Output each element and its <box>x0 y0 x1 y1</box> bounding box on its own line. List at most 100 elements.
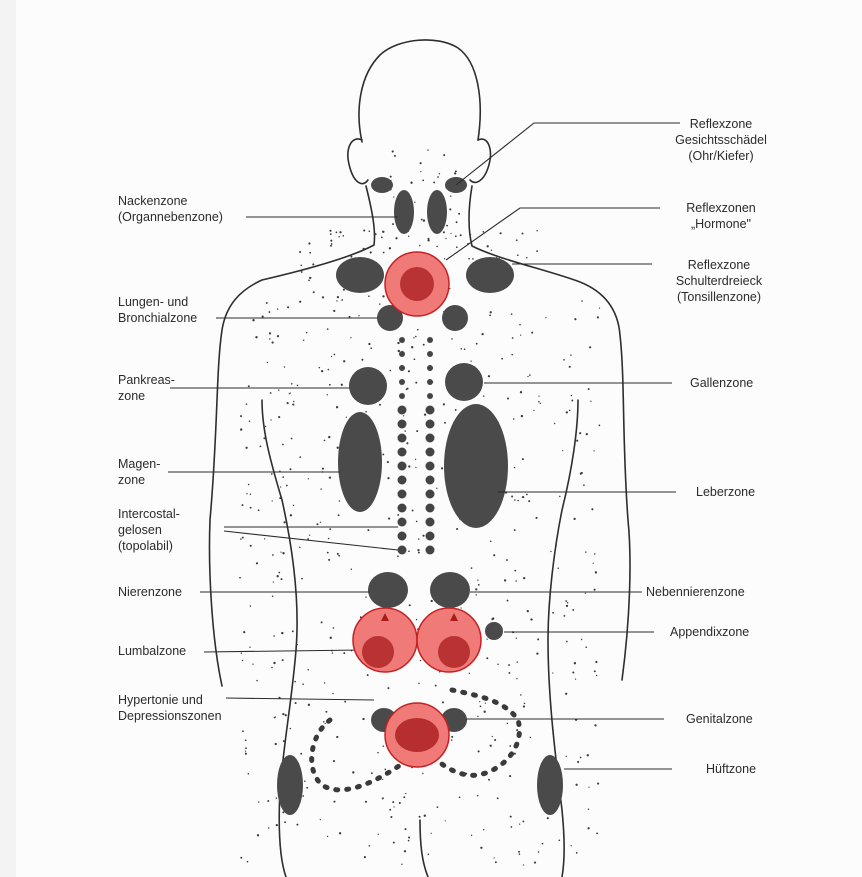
spine-dot <box>426 448 435 457</box>
stipple-dot <box>574 318 576 320</box>
stipple-dot <box>321 370 323 372</box>
stipple-dot <box>500 232 502 234</box>
stipple-dot <box>573 518 575 520</box>
spine-dot <box>398 448 407 457</box>
stipple-dot <box>475 594 476 595</box>
stipple-dot <box>343 289 345 291</box>
label-genital: Genitalzone <box>686 711 753 727</box>
stipple-dot <box>369 230 371 232</box>
stipple-dot <box>280 486 281 487</box>
stipple-dot <box>401 864 402 865</box>
stipple-dot <box>472 258 474 260</box>
stipple-dot <box>597 783 599 785</box>
stipple-dot <box>534 862 536 864</box>
stipple-dot <box>464 348 466 350</box>
spine-dot <box>399 379 405 385</box>
stipple-dot <box>569 410 571 412</box>
stipple-dot <box>456 246 458 248</box>
spine-dot <box>426 420 435 429</box>
stipple-dot <box>483 395 484 396</box>
spine-dot <box>399 393 405 399</box>
stipple-dot <box>588 787 589 788</box>
stipple-dot <box>558 839 560 841</box>
spine-dot <box>398 476 407 485</box>
zone-pancreas <box>349 367 387 405</box>
stipple-dot <box>242 730 244 732</box>
stipple-dot <box>455 409 457 411</box>
stipple-dot <box>487 245 489 247</box>
stipple-dot <box>443 154 445 156</box>
stipple-dot <box>511 313 513 315</box>
stipple-dot <box>524 703 526 705</box>
stipple-dot <box>370 347 372 349</box>
stipple-dot <box>575 679 576 680</box>
stipple-dot <box>313 291 315 293</box>
stipple-dot <box>404 430 405 431</box>
stipple-dot <box>379 404 381 406</box>
stipple-dot <box>459 796 461 798</box>
stipple-dot <box>377 752 379 754</box>
stipple-dot <box>589 346 591 348</box>
stipple-dot <box>522 496 524 498</box>
stipple-dot <box>487 638 488 639</box>
zone-appendix <box>485 622 503 640</box>
stipple-dot <box>245 747 247 749</box>
stipple-dot <box>242 504 244 506</box>
stipple-dot <box>518 851 520 853</box>
stipple-dot <box>424 413 426 415</box>
stipple-dot <box>476 343 478 345</box>
stipple-dot <box>281 632 283 634</box>
stipple-dot <box>515 580 516 581</box>
stipple-dot <box>339 231 341 233</box>
stipple-dot <box>417 549 419 551</box>
stipple-dot <box>287 402 289 404</box>
spine-dot <box>398 420 407 429</box>
stipple-dot <box>420 171 421 172</box>
stipple-dot <box>470 234 471 235</box>
stipple-dot <box>511 354 513 356</box>
stipple-dot <box>328 538 330 540</box>
stipple-dot <box>327 328 329 330</box>
stipple-dot <box>418 538 419 539</box>
stipple-dot <box>390 176 392 178</box>
stipple-dot <box>341 384 343 386</box>
stipple-dot <box>516 729 518 731</box>
stipple-dot <box>416 430 418 432</box>
stipple-dot <box>290 514 292 516</box>
stipple-dot <box>249 420 251 422</box>
stipple-dot <box>445 238 446 239</box>
label-appendix: Appendixzone <box>670 624 749 640</box>
stipple-dot <box>319 367 321 369</box>
zone-stomach <box>338 412 382 512</box>
stipple-dot <box>278 416 280 418</box>
stipple-dot <box>451 736 453 738</box>
stipple-dot <box>507 397 509 399</box>
stipple-dot <box>303 340 304 341</box>
stipple-dot <box>530 618 532 620</box>
stipple-dot <box>316 523 318 525</box>
stipple-dot <box>599 425 601 427</box>
stipple-dot <box>365 411 367 413</box>
stipple-dot <box>422 773 423 774</box>
stipple-dot <box>591 508 593 510</box>
stipple-dot <box>540 403 541 404</box>
stipple-dot <box>574 662 576 664</box>
spine-dot <box>398 462 407 471</box>
label-gallen: Gallenzone <box>690 375 753 391</box>
stipple-dot <box>393 196 394 197</box>
zone-lung-right <box>442 305 468 331</box>
spine-dot <box>426 434 435 443</box>
spine-dot <box>399 337 405 343</box>
stipple-dot <box>321 621 323 623</box>
spine-dot <box>426 476 435 485</box>
stipple-dot <box>579 432 581 434</box>
stipple-dot <box>272 341 274 343</box>
stipple-dot <box>343 235 345 237</box>
stipple-dot <box>511 826 513 828</box>
stipple-dot <box>433 181 435 183</box>
stipple-dot <box>516 678 517 679</box>
stipple-dot <box>250 605 252 607</box>
stipple-dot <box>520 334 521 335</box>
stipple-dot <box>416 521 418 523</box>
stipple-dot <box>597 316 599 318</box>
